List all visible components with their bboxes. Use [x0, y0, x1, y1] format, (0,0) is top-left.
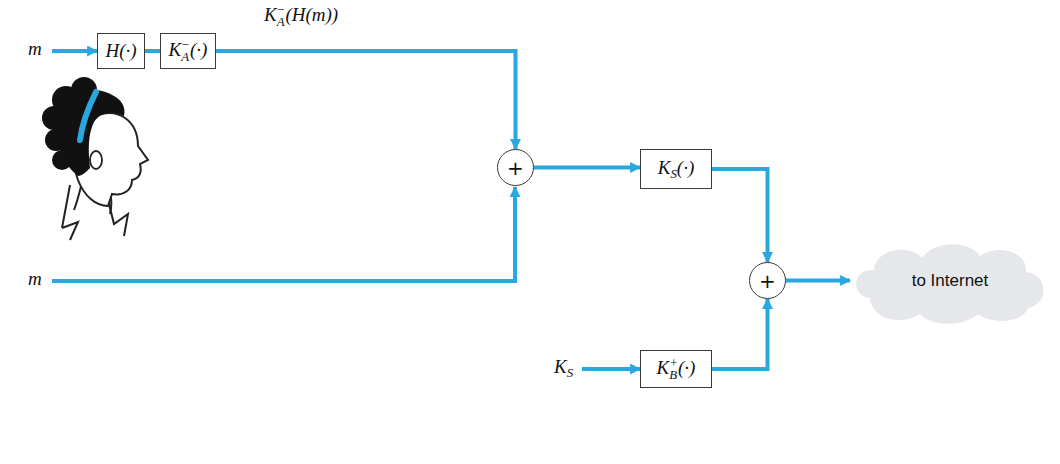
- key-box: K−A(·): [160, 33, 216, 69]
- signature-label: K−A(H(m)): [262, 4, 340, 29]
- message-label: m: [26, 268, 44, 290]
- session-key-label: KS: [552, 356, 575, 381]
- connector-arrow: [145, 49, 160, 53]
- internet-cloud: to Internet: [850, 238, 1050, 324]
- key-box: K+B(·): [640, 350, 712, 388]
- key-box: KS(·): [640, 149, 712, 189]
- hash-box: H(·): [97, 33, 145, 69]
- node-text: K−A(·): [169, 39, 208, 64]
- concat-circle: +: [497, 149, 534, 186]
- connector-arrow: [786, 279, 850, 283]
- connector-arrow: [216, 51, 516, 149]
- connector-arrow: [712, 169, 768, 262]
- connector-arrow: [534, 166, 640, 170]
- connector-arrow: [712, 299, 768, 369]
- input-wire: [52, 187, 515, 281]
- node-text: to Internet: [912, 271, 989, 291]
- node-text: +: [507, 158, 524, 178]
- node-text: +: [759, 271, 776, 291]
- person-figure: [42, 77, 148, 240]
- message-label: m: [26, 38, 44, 60]
- concat-circle: +: [749, 262, 786, 299]
- input-wire: [582, 367, 640, 371]
- node-text: K+B(·): [657, 357, 696, 382]
- node-text: H(·): [105, 40, 136, 62]
- node-text: KS(·): [658, 157, 695, 182]
- input-wire: [52, 49, 97, 53]
